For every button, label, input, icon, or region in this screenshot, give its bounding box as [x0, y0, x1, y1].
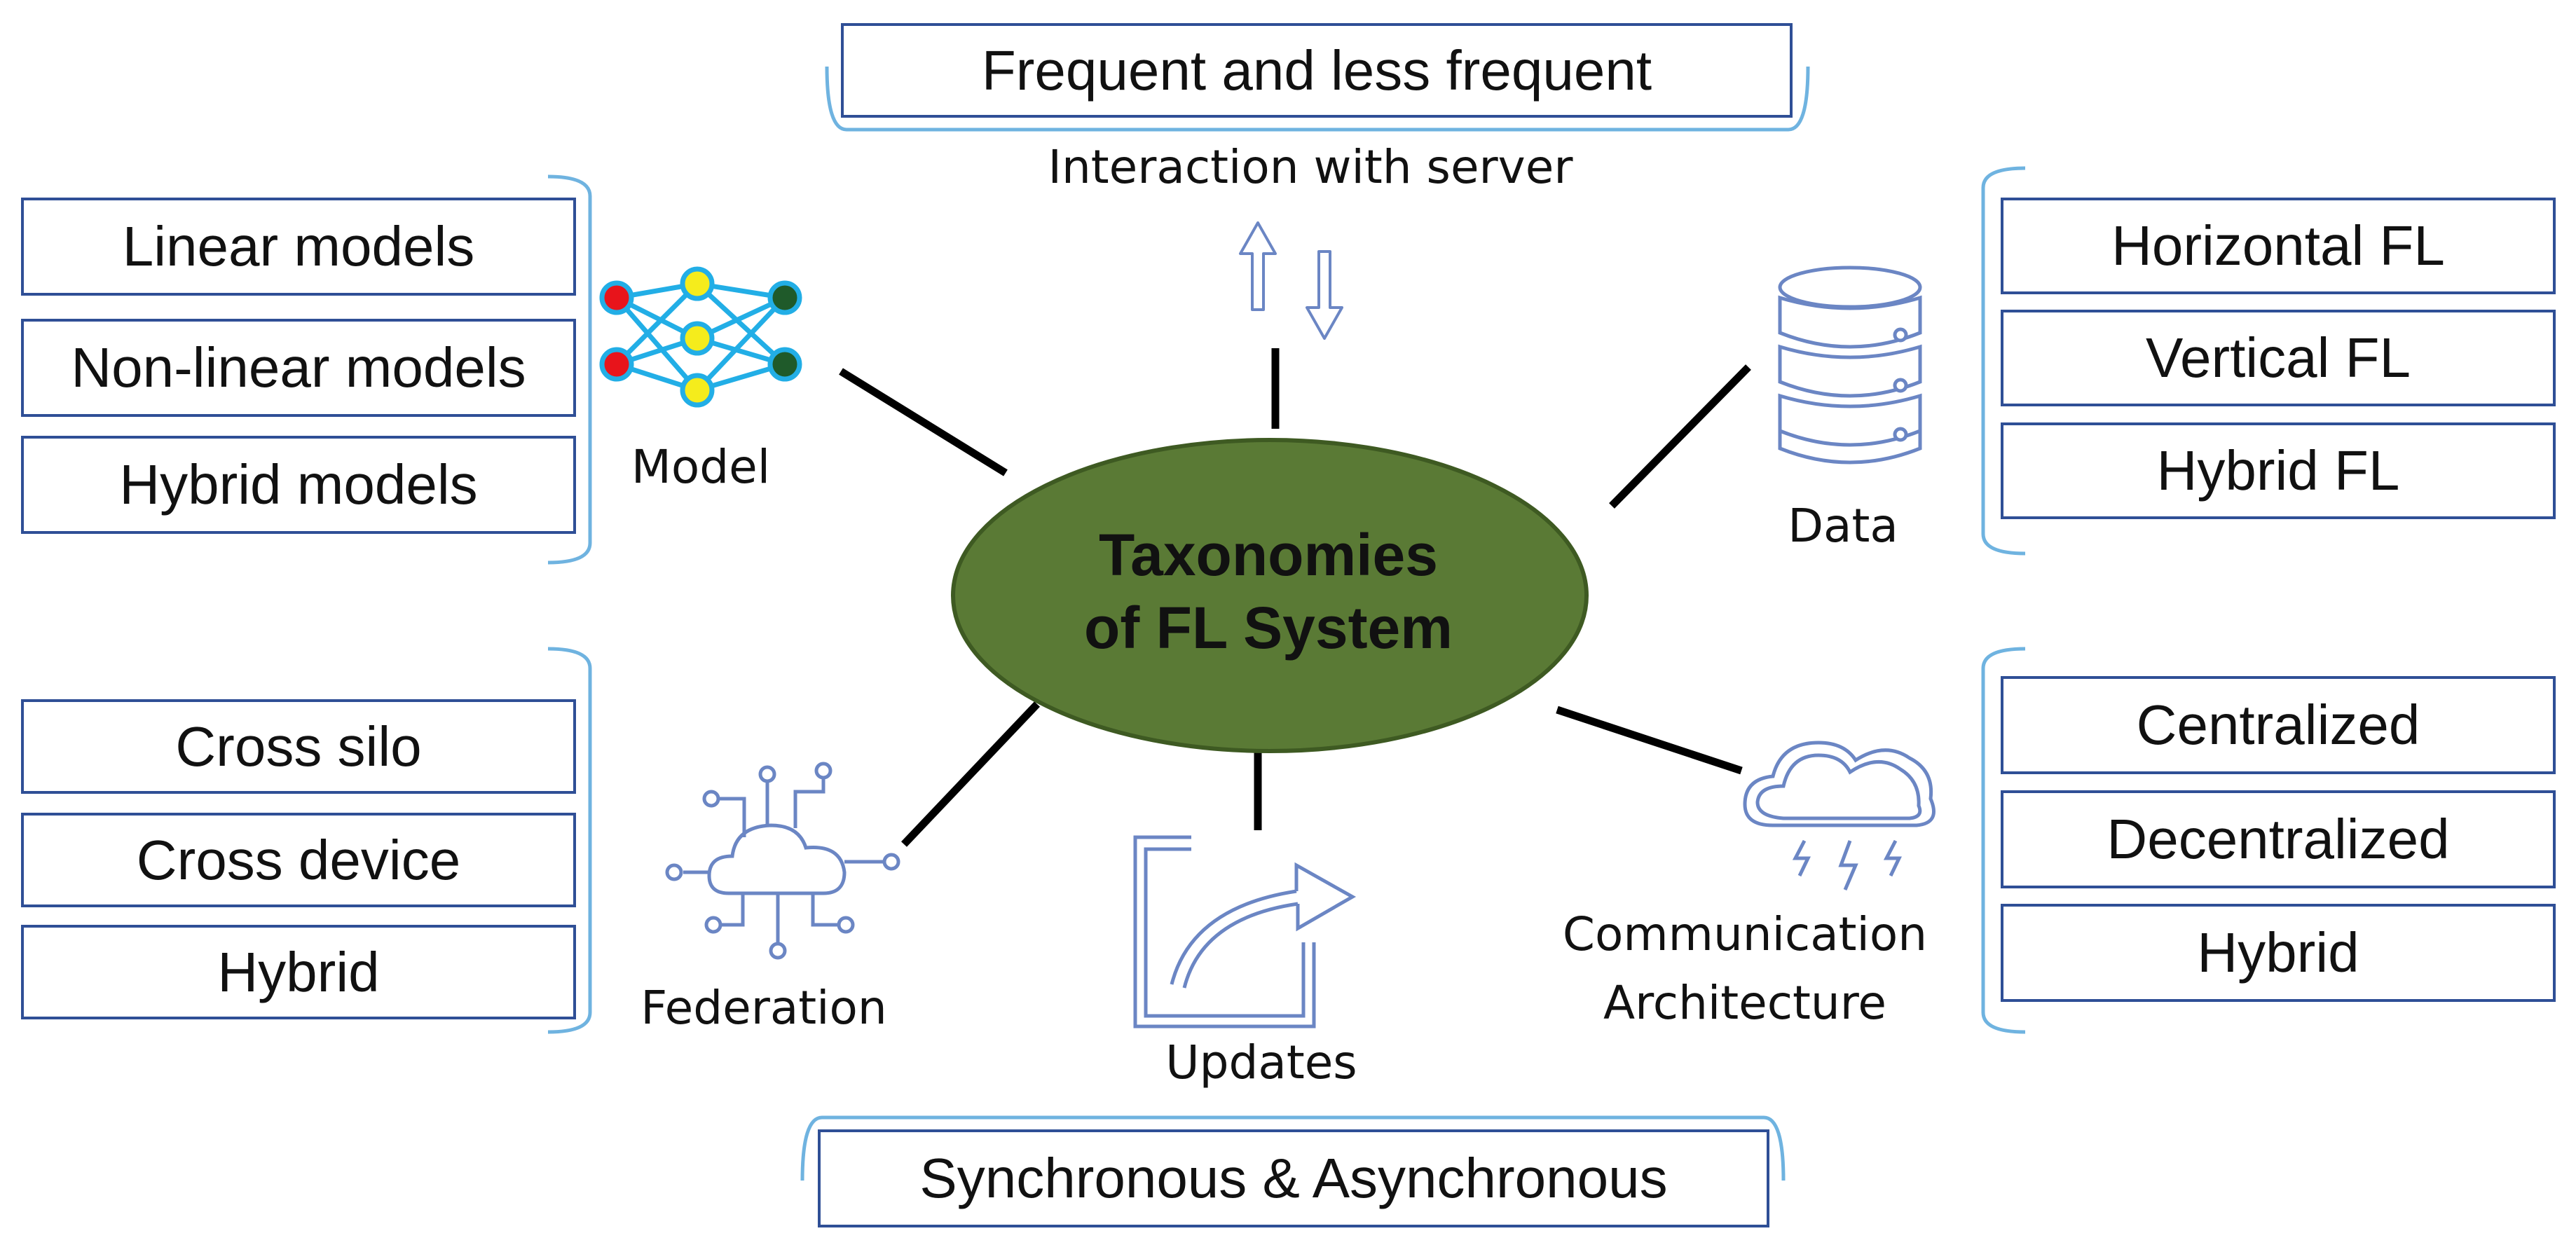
center-title-line1: Taxonomies	[1099, 522, 1438, 588]
communication-category-label: Communication Architecture	[1521, 900, 1969, 1038]
center-ellipse	[951, 438, 1589, 753]
model-item-box: Non-linear models	[21, 319, 576, 417]
database-icon	[1778, 266, 1922, 465]
federation-item-box: Cross silo	[21, 699, 576, 794]
connector-data	[1609, 364, 1751, 509]
communication-item-box: Hybrid	[2001, 904, 2556, 1002]
bracket-model	[547, 174, 592, 565]
bracket-updates	[800, 1115, 1786, 1181]
interaction-item-text: Frequent and less frequent	[981, 39, 1652, 102]
connector-communication	[1556, 706, 1743, 775]
federation-category-label: Federation	[640, 981, 887, 1035]
up-down-arrows-icon	[1239, 221, 1343, 340]
interaction-category-label: Interaction with server	[1048, 140, 1573, 194]
connectors	[839, 348, 1751, 847]
bracket-communication	[1981, 647, 2026, 1034]
data-item-box: Horizontal FL	[2001, 198, 2556, 294]
updates-category-label: Updates	[1165, 1036, 1357, 1089]
model-item-text: Non-linear models	[71, 336, 526, 399]
updates-item-box: Synchronous & Asynchronous	[818, 1129, 1769, 1227]
bracket-data	[1981, 166, 2026, 556]
model-category-label: Model	[631, 440, 771, 494]
communication-label-line2: Architecture	[1603, 976, 1887, 1030]
model-item-box: Linear models	[21, 198, 576, 296]
share-arrow-icon	[1133, 835, 1357, 1029]
center-title: Taxonomies of FL System	[953, 518, 1584, 664]
interaction-item-box: Frequent and less frequent	[841, 23, 1793, 118]
communication-item-box: Decentralized	[2001, 790, 2556, 888]
center-title-line2: of FL System	[1084, 595, 1453, 661]
data-item-text: Horizontal FL	[2111, 214, 2445, 277]
federation-item-box: Hybrid	[21, 925, 576, 1019]
data-item-box: Hybrid FL	[2001, 422, 2556, 519]
connector-federation	[901, 701, 1040, 847]
model-item-box: Hybrid models	[21, 436, 576, 534]
communication-label-line1: Communication	[1562, 907, 1928, 961]
model-item-text: Hybrid models	[119, 453, 478, 516]
cloud-network-icon	[665, 762, 900, 960]
federation-item-text: Cross device	[136, 828, 461, 891]
federation-item-text: Cross silo	[175, 715, 422, 778]
data-item-text: Vertical FL	[2146, 326, 2411, 389]
storm-cloud-icon	[1743, 741, 1936, 890]
communication-item-text: Hybrid	[2197, 921, 2359, 984]
bracket-federation	[547, 647, 592, 1034]
connector-model	[839, 368, 1008, 476]
communication-item-text: Centralized	[2136, 694, 2420, 756]
model-item-text: Linear models	[122, 215, 475, 277]
data-item-text: Hybrid FL	[2156, 439, 2400, 502]
data-item-box: Vertical FL	[2001, 310, 2556, 406]
bracket-interaction	[825, 66, 1810, 132]
communication-item-text: Decentralized	[2106, 808, 2450, 870]
neural-network-icon	[599, 266, 802, 408]
data-category-label: Data	[1788, 499, 1898, 553]
federation-item-box: Cross device	[21, 813, 576, 907]
communication-item-box: Centralized	[2001, 676, 2556, 774]
federation-item-text: Hybrid	[217, 940, 380, 1003]
updates-item-text: Synchronous & Asynchronous	[919, 1147, 1668, 1209]
